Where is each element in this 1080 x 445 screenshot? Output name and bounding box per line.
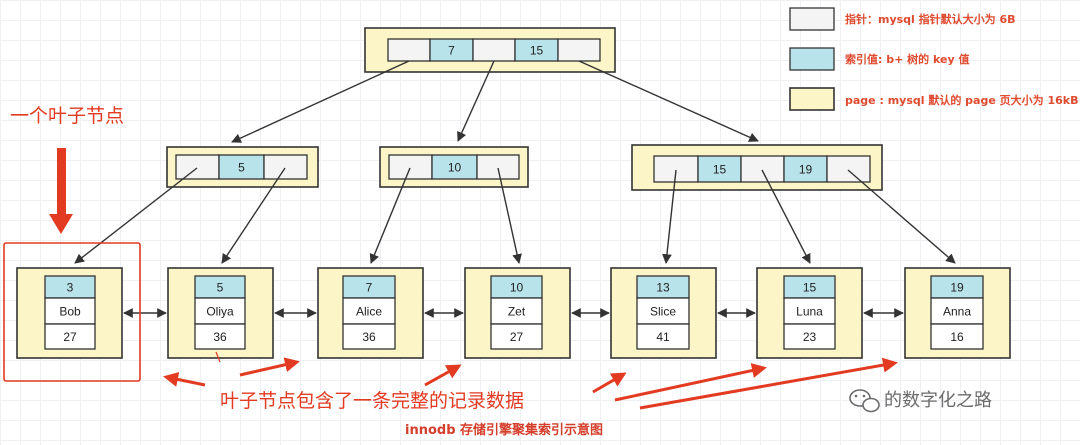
- root-key-0-label: 7: [448, 44, 455, 58]
- leaf-4-key: 10: [510, 281, 524, 295]
- diagram-caption: innodb 存储引擎聚集索引示意图: [405, 422, 603, 438]
- leaf-7-age: 16: [950, 330, 964, 344]
- leaf-page-7: 19 Anna 16: [904, 267, 1011, 359]
- leaf-3-age: 36: [362, 330, 376, 344]
- root-page: 7 15: [364, 27, 616, 73]
- leaf-page-1: 3 Bob 27: [16, 267, 123, 359]
- leaf-node-label: 一个叶子节点: [10, 105, 124, 127]
- red-arrow-5: [614, 363, 767, 402]
- leaf-2-name: Oliya: [206, 305, 234, 319]
- leaf-1-key: 3: [67, 281, 74, 295]
- link-i3-to-leaf-7: [847, 169, 956, 264]
- link-root-to-internal-2: [457, 60, 495, 142]
- legend-pointer-text: 指针：mysql 指针默认大小为 6B: [845, 12, 1016, 26]
- link-i1-to-leaf-1: [74, 167, 198, 264]
- leaf-6-key: 15: [803, 281, 817, 295]
- leaf-7-name: Anna: [943, 305, 971, 319]
- leaf-5-age: 41: [656, 330, 670, 344]
- red-arrow-2: [239, 357, 300, 377]
- leaf-page-4: 10 Zet 27: [464, 267, 571, 359]
- watermark-text: 的数字化之路: [884, 390, 992, 411]
- leaf-node-highlight-box: [3, 242, 141, 382]
- root-pointer-0: [387, 38, 431, 62]
- root-pointer-2: [557, 38, 601, 62]
- leaf-contains-annotation: 叶子节点包含了一条完整的记录数据: [163, 351, 898, 412]
- leaf-contains-label: 叶子节点包含了一条完整的记录数据: [220, 390, 524, 412]
- leaf-7-key: 19: [950, 281, 964, 295]
- internal-page-2: 10: [379, 146, 529, 188]
- internal-2-key-label: 10: [448, 161, 462, 175]
- internal-page-3: 15 19: [631, 144, 883, 191]
- legend-pointer-swatch: [789, 7, 835, 31]
- wechat-icon: [849, 389, 880, 413]
- red-arrow-1: [163, 372, 206, 387]
- leaf-page-2: 5 Oliya 36: [167, 267, 274, 359]
- red-arrow-4: [592, 372, 627, 394]
- leaf-3-key: 7: [366, 281, 373, 295]
- red-arrow-6: [639, 357, 898, 410]
- legend: 指针：mysql 指针默认大小为 6B 索引值: b+ 树的 key 值 pag…: [789, 7, 1078, 111]
- legend-page-swatch: [789, 87, 835, 111]
- legend-page-text: page : mysql 默认的 page 页大小为 16kB: [845, 93, 1078, 107]
- leaf-2-age: 36: [213, 330, 227, 344]
- link-root-to-internal-1: [231, 60, 410, 143]
- internal-page-1: 5: [166, 146, 319, 188]
- link-i3-to-leaf-5: [662, 169, 677, 264]
- link-i3-to-leaf-6: [761, 169, 811, 264]
- tree-links: [74, 60, 956, 264]
- internal-1-key-label: 5: [238, 161, 245, 175]
- root-pointer-1: [472, 38, 516, 62]
- leaf-3-name: Alice: [356, 305, 382, 319]
- leaf-page-5: 13 Slice 41: [610, 267, 717, 359]
- link-root-to-internal-3: [578, 60, 759, 142]
- internal-3-key-0-label: 15: [713, 163, 727, 177]
- leaf-page-6: 15 Luna 23: [756, 267, 863, 359]
- leaf-4-age: 27: [510, 330, 524, 344]
- red-arrow-3: [424, 364, 462, 387]
- leaf-node-annotation: 一个叶子节点: [3, 105, 141, 382]
- root-key-1-label: 15: [530, 44, 544, 58]
- leaf-6-name: Luna: [796, 305, 823, 319]
- leaf-1-name: Bob: [59, 305, 81, 319]
- leaf-4-name: Zet: [508, 305, 526, 319]
- leaf-1-age: 27: [63, 330, 77, 344]
- red-tick: [215, 351, 221, 363]
- internal-3-key-1-label: 19: [799, 163, 813, 177]
- link-i2-to-leaf-3: [369, 167, 411, 264]
- leaf-2-key: 5: [217, 281, 224, 295]
- leaf-page-3: 7 Alice 36: [317, 267, 424, 359]
- leaf-5-name: Slice: [650, 305, 676, 319]
- legend-key-swatch: [789, 47, 835, 71]
- watermark: 的数字化之路: [849, 389, 992, 413]
- leaf-6-age: 23: [803, 330, 817, 344]
- link-i1-to-leaf-2: [221, 167, 286, 264]
- legend-key-text: 索引值: b+ 树的 key 值: [845, 52, 969, 66]
- link-i2-to-leaf-4: [497, 167, 522, 264]
- leaf-5-key: 13: [656, 281, 670, 295]
- down-arrow-icon: [49, 148, 73, 234]
